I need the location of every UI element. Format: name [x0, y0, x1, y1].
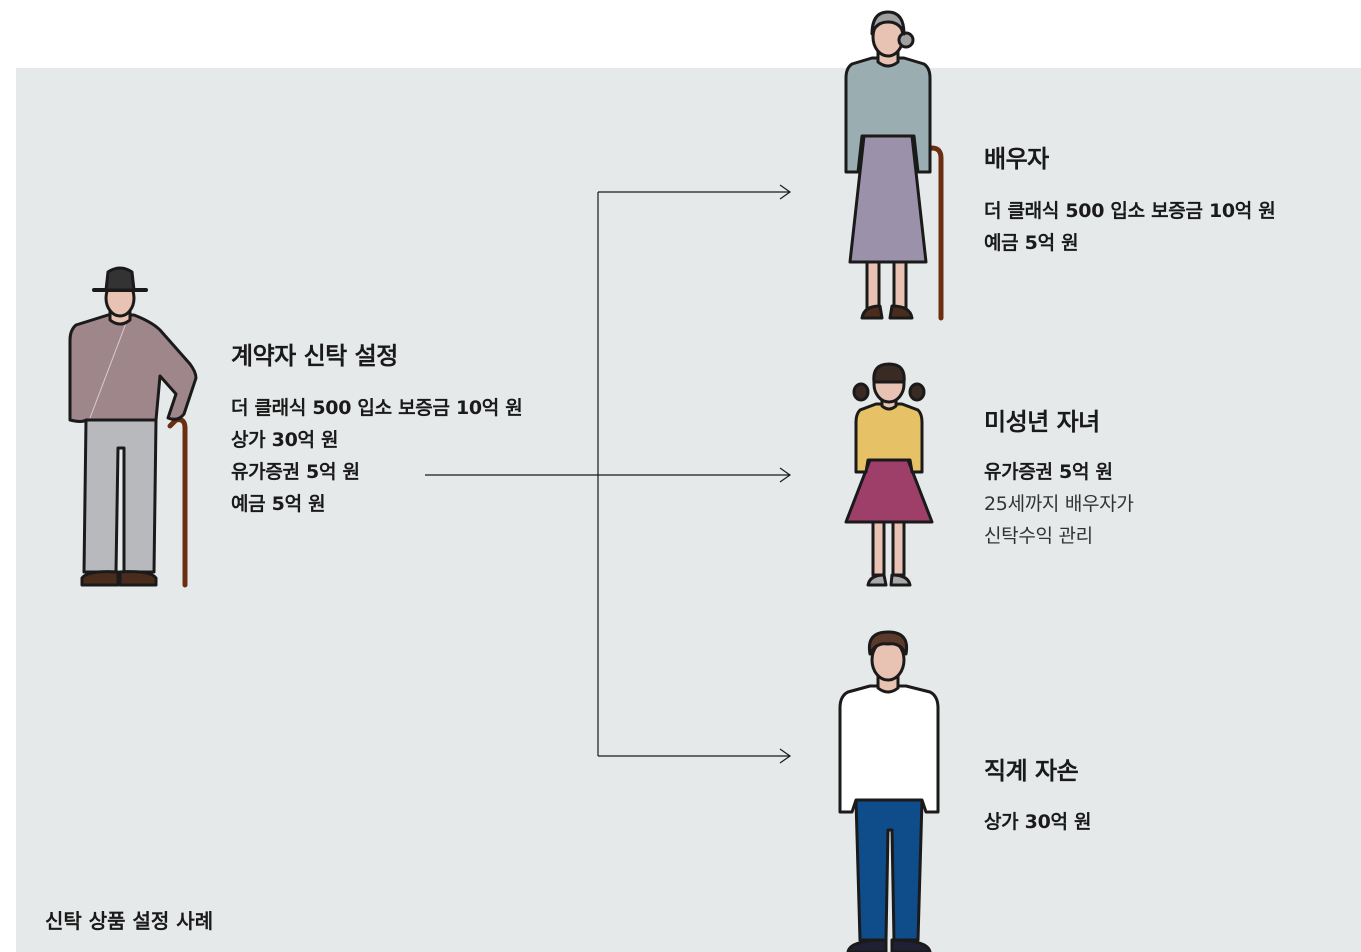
descendant-title: 직계 자손 [984, 757, 1079, 785]
settlor-asset: 상가 30억 원 [231, 429, 339, 451]
settlor-asset: 예금 5억 원 [231, 493, 326, 515]
settlor-title: 계약자 신탁 설정 [231, 342, 398, 370]
diagram-caption: 신탁 상품 설정 사례 [45, 909, 214, 933]
spouse-asset: 예금 5억 원 [984, 232, 1079, 254]
young-man-icon [838, 630, 940, 952]
minor-child-note: 신탁수익 관리 [984, 525, 1093, 547]
elderly-man-icon [68, 266, 198, 588]
settlor-asset: 더 클래식 500 입소 보증금 10억 원 [231, 397, 523, 419]
connector-lines [425, 184, 792, 764]
minor-child-asset: 유가증권 5억 원 [984, 461, 1113, 483]
spouse-title: 배우자 [984, 145, 1049, 173]
settlor-asset: 유가증권 5억 원 [231, 461, 360, 483]
descendant-details: 상가 30억 원 [984, 806, 1092, 838]
elderly-woman-icon [844, 10, 944, 321]
minor-child-details: 유가증권 5억 원 25세까지 배우자가 신탁수익 관리 [984, 456, 1134, 552]
arrow-icon [779, 184, 792, 200]
girl-icon [844, 362, 934, 587]
minor-child-note: 25세까지 배우자가 [984, 493, 1134, 515]
arrow-icon [779, 467, 792, 483]
minor-child-title: 미성년 자녀 [984, 408, 1100, 436]
spouse-asset-list: 더 클래식 500 입소 보증금 10억 원 예금 5억 원 [984, 195, 1276, 259]
spouse-asset: 더 클래식 500 입소 보증금 10억 원 [984, 200, 1276, 222]
arrow-icon [779, 748, 792, 764]
descendant-asset: 상가 30억 원 [984, 811, 1092, 833]
diagram-panel [16, 68, 1361, 952]
settlor-asset-list: 더 클래식 500 입소 보증금 10억 원 상가 30억 원 유가증권 5억 … [231, 392, 523, 520]
